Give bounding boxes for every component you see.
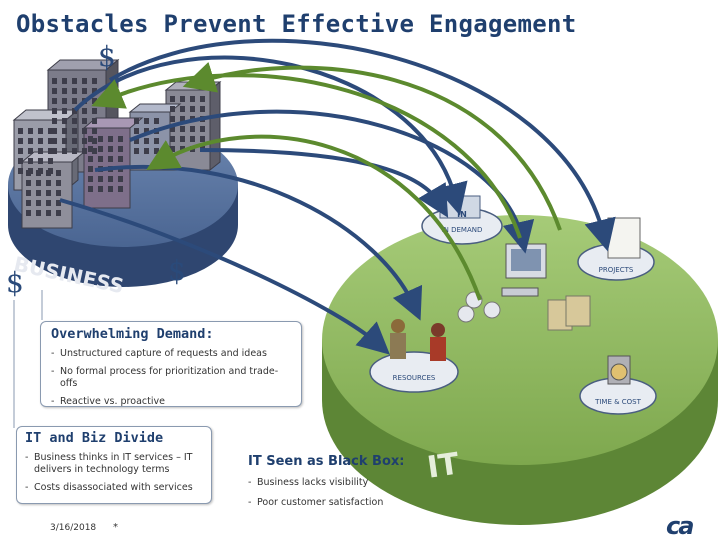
resources-node: RESOURCES [369,319,459,393]
resources-label: RESOURCES [393,374,436,382]
callout-heading: IT Seen as Black Box: [248,454,405,469]
business-buildings [12,58,222,229]
callout-item: Business lacks visibility [248,477,428,489]
callout-heading: Overwhelming Demand: [51,326,214,342]
footer-date: 3/16/2018 [50,523,97,533]
it-biz-divide-callout: IT and Biz Divide Business thinks in IT … [16,426,212,504]
callout-item: Unstructured capture of requests and ide… [51,348,291,360]
dollar-sign: $ [168,254,186,287]
projects-label: PROJECTS [599,266,634,274]
callout-item: No formal process for prioritization and… [51,366,291,390]
callout-heading: IT and Biz Divide [25,430,164,446]
overwhelming-demand-callout: Overwhelming Demand: Unstructured captur… [40,321,302,408]
svg-text:IN: IN [457,210,467,219]
dollar-sign: $ [98,40,116,73]
callout-item: Reactive vs. proactive [51,396,291,408]
footer-page-number: * [113,522,118,533]
black-box-callout: IT Seen as Black Box: Business lacks vis… [248,454,428,509]
in-demand-label: IN DEMAND [442,226,483,234]
page-title: Obstacles Prevent Effective Engagement [16,10,577,38]
time-cost-label: TIME & COST [594,398,642,406]
time-cost-node: TIME & COST [579,355,657,415]
callout-item: Costs disassociated with services [25,482,203,494]
demand-arrows [59,38,616,355]
callout-item: Poor customer satisfaction [248,497,428,509]
it-label: IT [425,447,462,486]
ca-logo: ca [666,512,694,540]
dollar-sign: $ [6,266,24,299]
callout-item: Business thinks in IT services – IT deli… [25,452,203,476]
